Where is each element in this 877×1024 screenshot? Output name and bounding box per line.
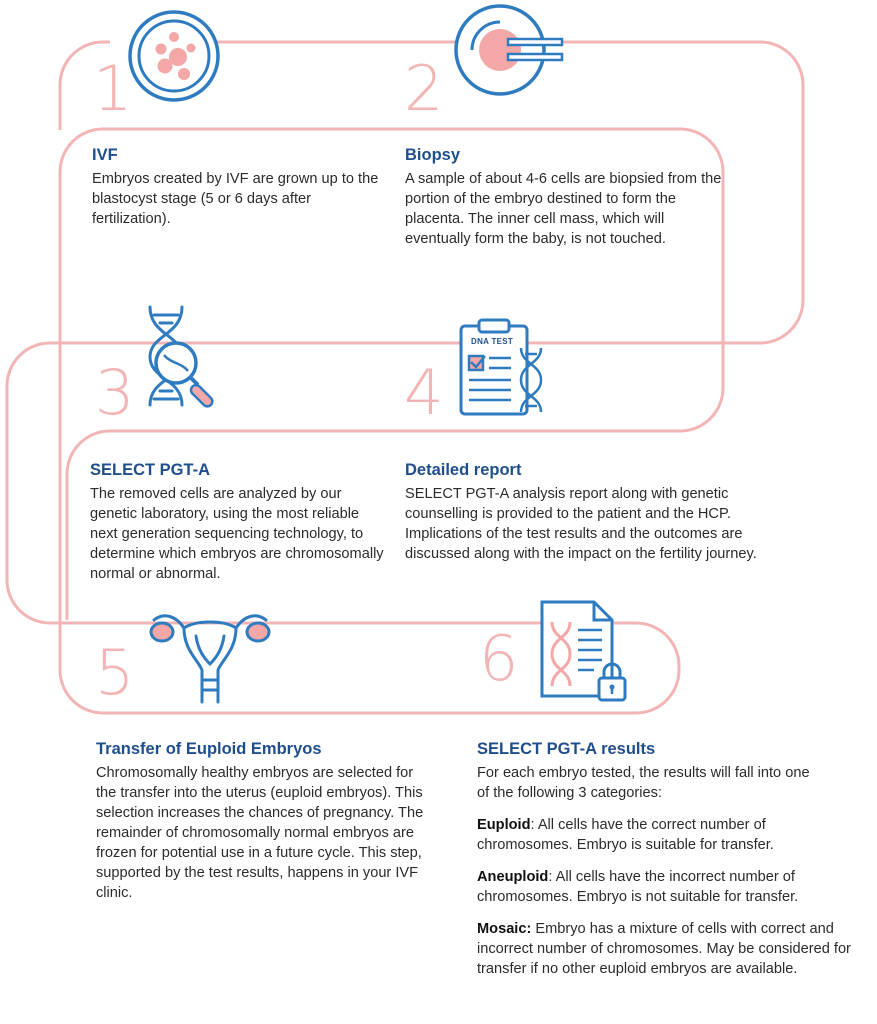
category-name: Mosaic: — [477, 921, 532, 937]
category-text: Embryo has a mixture of cells with corre… — [477, 921, 851, 977]
dna-test-clipboard-icon: DNA TEST — [455, 318, 550, 418]
step-number-5: 5 — [95, 636, 135, 709]
dna-magnifier-icon — [148, 305, 214, 408]
category-aneuploid: Aneuploid: All cells have the incorrect … — [477, 867, 872, 907]
step-title: SELECT PGT-A results — [477, 740, 656, 758]
category-text: : All cells have the correct number of c… — [477, 817, 774, 853]
category-euploid: Euploid: All cells have the correct numb… — [477, 815, 847, 855]
petri-dish-icon — [128, 10, 220, 102]
step-description: The removed cells are analyzed by our ge… — [90, 486, 384, 582]
category-name: Aneuploid — [477, 869, 549, 885]
step-title: Transfer of Euploid Embryos — [96, 740, 322, 758]
step-title: SELECT PGT-A — [90, 461, 211, 479]
step-detailed-report: Detailed report SELECT PGT-A analysis re… — [405, 461, 800, 564]
step-title: Biopsy — [405, 146, 461, 164]
step-description: Embryos created by IVF are grown up to t… — [92, 171, 379, 227]
step-results: SELECT PGT-A results For each embryo tes… — [477, 740, 872, 979]
dna-test-label: DNA TEST — [471, 337, 514, 346]
step-description: For each embryo tested, the results will… — [477, 765, 810, 801]
step-number-3: 3 — [95, 356, 135, 429]
step-description: Chromosomally healthy embryos are select… — [96, 765, 424, 901]
step-number-6: 6 — [479, 622, 519, 695]
step-title: Detailed report — [405, 461, 522, 479]
category-text: : All cells have the incorrect number of… — [477, 869, 799, 905]
secure-dna-report-icon — [540, 600, 627, 702]
step-select-pgt-a: SELECT PGT-A The removed cells are analy… — [90, 461, 390, 584]
step-biopsy: Biopsy A sample of about 4-6 cells are b… — [405, 146, 725, 249]
category-mosaic: Mosaic: Embryo has a mixture of cells wi… — [477, 919, 869, 979]
step-number-1: 1 — [93, 52, 133, 125]
step-ivf: IVF Embryos created by IVF are grown up … — [92, 146, 392, 229]
step-title: IVF — [92, 146, 118, 164]
category-name: Euploid — [477, 817, 531, 833]
embryo-biopsy-icon — [454, 4, 564, 96]
step-number-2: 2 — [404, 52, 444, 125]
step-description: SELECT PGT-A analysis report along with … — [405, 486, 757, 562]
step-description: A sample of about 4-6 cells are biopsied… — [405, 171, 722, 247]
step-transfer: Transfer of Euploid Embryos Chromosomall… — [96, 740, 431, 903]
step-number-4: 4 — [404, 356, 444, 429]
uterus-icon — [149, 614, 271, 704]
